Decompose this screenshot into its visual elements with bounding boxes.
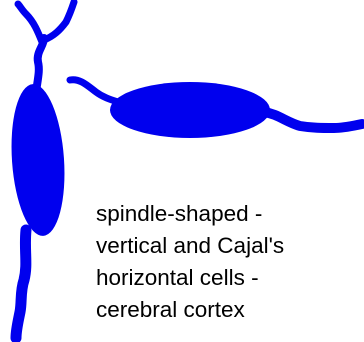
caption-text: spindle-shaped - vertical and Cajal's ho… xyxy=(96,198,362,326)
caption-line-2: vertical and Cajal's xyxy=(96,230,362,262)
vertical-cell-apical-dendrite xyxy=(36,38,44,92)
horizontal-cajal-cell xyxy=(70,80,362,138)
caption-line-3: horizontal cells - xyxy=(96,262,362,294)
caption-line-1: spindle-shaped - xyxy=(96,198,362,230)
vertical-cell-dendrite-branch-left xyxy=(18,4,42,42)
vertical-spindle-cell xyxy=(7,2,74,338)
vertical-cell-dendrite-branch-right xyxy=(44,2,74,40)
vertical-cell-soma xyxy=(7,82,69,237)
horizontal-cell-right-dendrite xyxy=(264,112,362,128)
vertical-cell-axon xyxy=(16,230,26,338)
horizontal-cell-soma xyxy=(110,82,270,138)
caption-line-4: cerebral cortex xyxy=(96,294,362,326)
